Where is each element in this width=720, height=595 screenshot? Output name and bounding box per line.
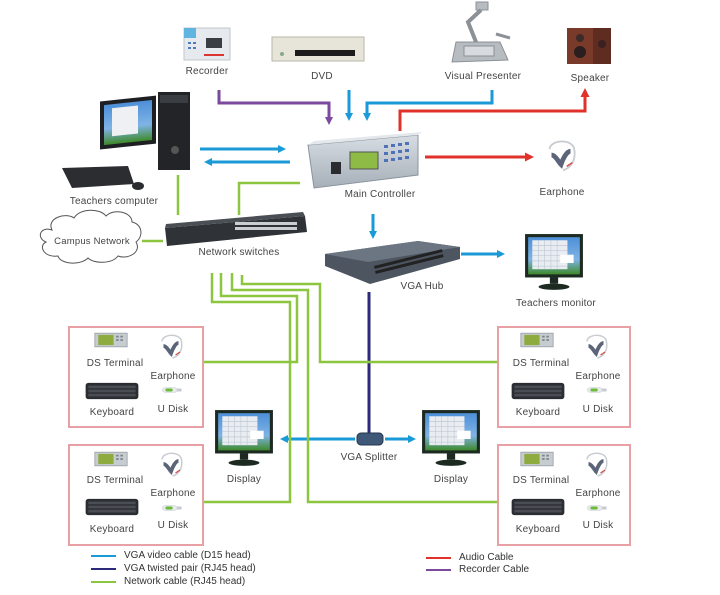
ds-terminal-label: DS Terminal [512,358,570,369]
u-disk-label: U Disk [582,520,614,531]
dvd-device [271,36,365,62]
earphone-station-label: Earphone [150,488,196,499]
dvd-label: DVD [311,71,333,82]
campus-network-label: Campus Network [54,236,130,247]
student-station-bottom-right [497,444,631,546]
vga-hub-device [325,241,460,284]
keyboard-label: Keyboard [89,524,135,535]
teachers-monitor-label: Teachers monitor [516,298,596,309]
network-switches-label: Network switches [198,247,280,258]
legend-swatch [426,556,451,559]
earphone-station-label: Earphone [575,488,621,499]
teachers-computer-label: Teachers computer [69,196,159,207]
u-disk-label: U Disk [157,404,189,415]
speaker-label: Speaker [570,73,610,84]
legend-swatch [426,568,451,571]
earphone-station-label: Earphone [575,371,621,382]
display-left-device [214,409,274,467]
ds-terminal-label: DS Terminal [86,475,144,486]
u-disk-label: U Disk [582,404,614,415]
vga-splitter-label: VGA Splitter [340,452,398,463]
legend-item: Recorder Cable [426,564,529,575]
legend-label: Network cable (RJ45 head) [124,576,246,587]
teachers-monitor-device [524,233,584,291]
legend-swatch [91,567,116,570]
legend-label: Recorder Cable [459,564,530,575]
display-right-device [421,409,481,467]
network-cables [142,175,497,504]
legend-label: VGA video cable (D15 head) [124,550,251,561]
earphone-device [550,141,575,170]
recorder-cable [217,90,333,125]
recorder-label: Recorder [185,66,229,77]
recorder-device [183,27,231,61]
earphone-label: Earphone [539,187,585,198]
presenter-vga-cable [363,90,494,121]
teachers-computer-device [62,92,190,190]
earphone-station-label: Earphone [150,371,196,382]
main-controller-device [307,132,422,189]
ds-terminal-label: DS Terminal [512,475,570,486]
campus-network-cloud [39,209,142,264]
display-right-label: Display [433,474,469,485]
speaker-audio-cable [398,88,590,131]
vga-splitter-device [356,432,384,446]
student-station-top-right [497,326,631,428]
legend-item: Network cable (RJ45 head) [91,576,245,587]
legend-label: VGA twisted pair (RJ45 head) [124,563,256,574]
speaker-device [567,28,611,64]
legend-swatch [91,580,116,583]
student-station-bottom-left [68,444,204,546]
legend-label: Audio Cable [459,552,514,563]
keyboard-label: Keyboard [89,407,135,418]
legend-item: VGA video cable (D15 head) [91,550,251,561]
student-station-top-left [68,326,204,428]
legend-item: Audio Cable [426,552,513,563]
visual-presenter-device [451,1,511,63]
ds-terminal-label: DS Terminal [86,358,144,369]
network-switch-device [165,212,307,246]
main-controller-label: Main Controller [344,189,416,200]
display-left-label: Display [226,474,262,485]
keyboard-label: Keyboard [515,407,561,418]
visual-presenter-label: Visual Presenter [444,71,522,82]
keyboard-label: Keyboard [515,524,561,535]
u-disk-label: U Disk [157,520,189,531]
legend-swatch [91,554,116,557]
legend-item: VGA twisted pair (RJ45 head) [91,563,256,574]
vga-hub-label: VGA Hub [400,281,444,292]
